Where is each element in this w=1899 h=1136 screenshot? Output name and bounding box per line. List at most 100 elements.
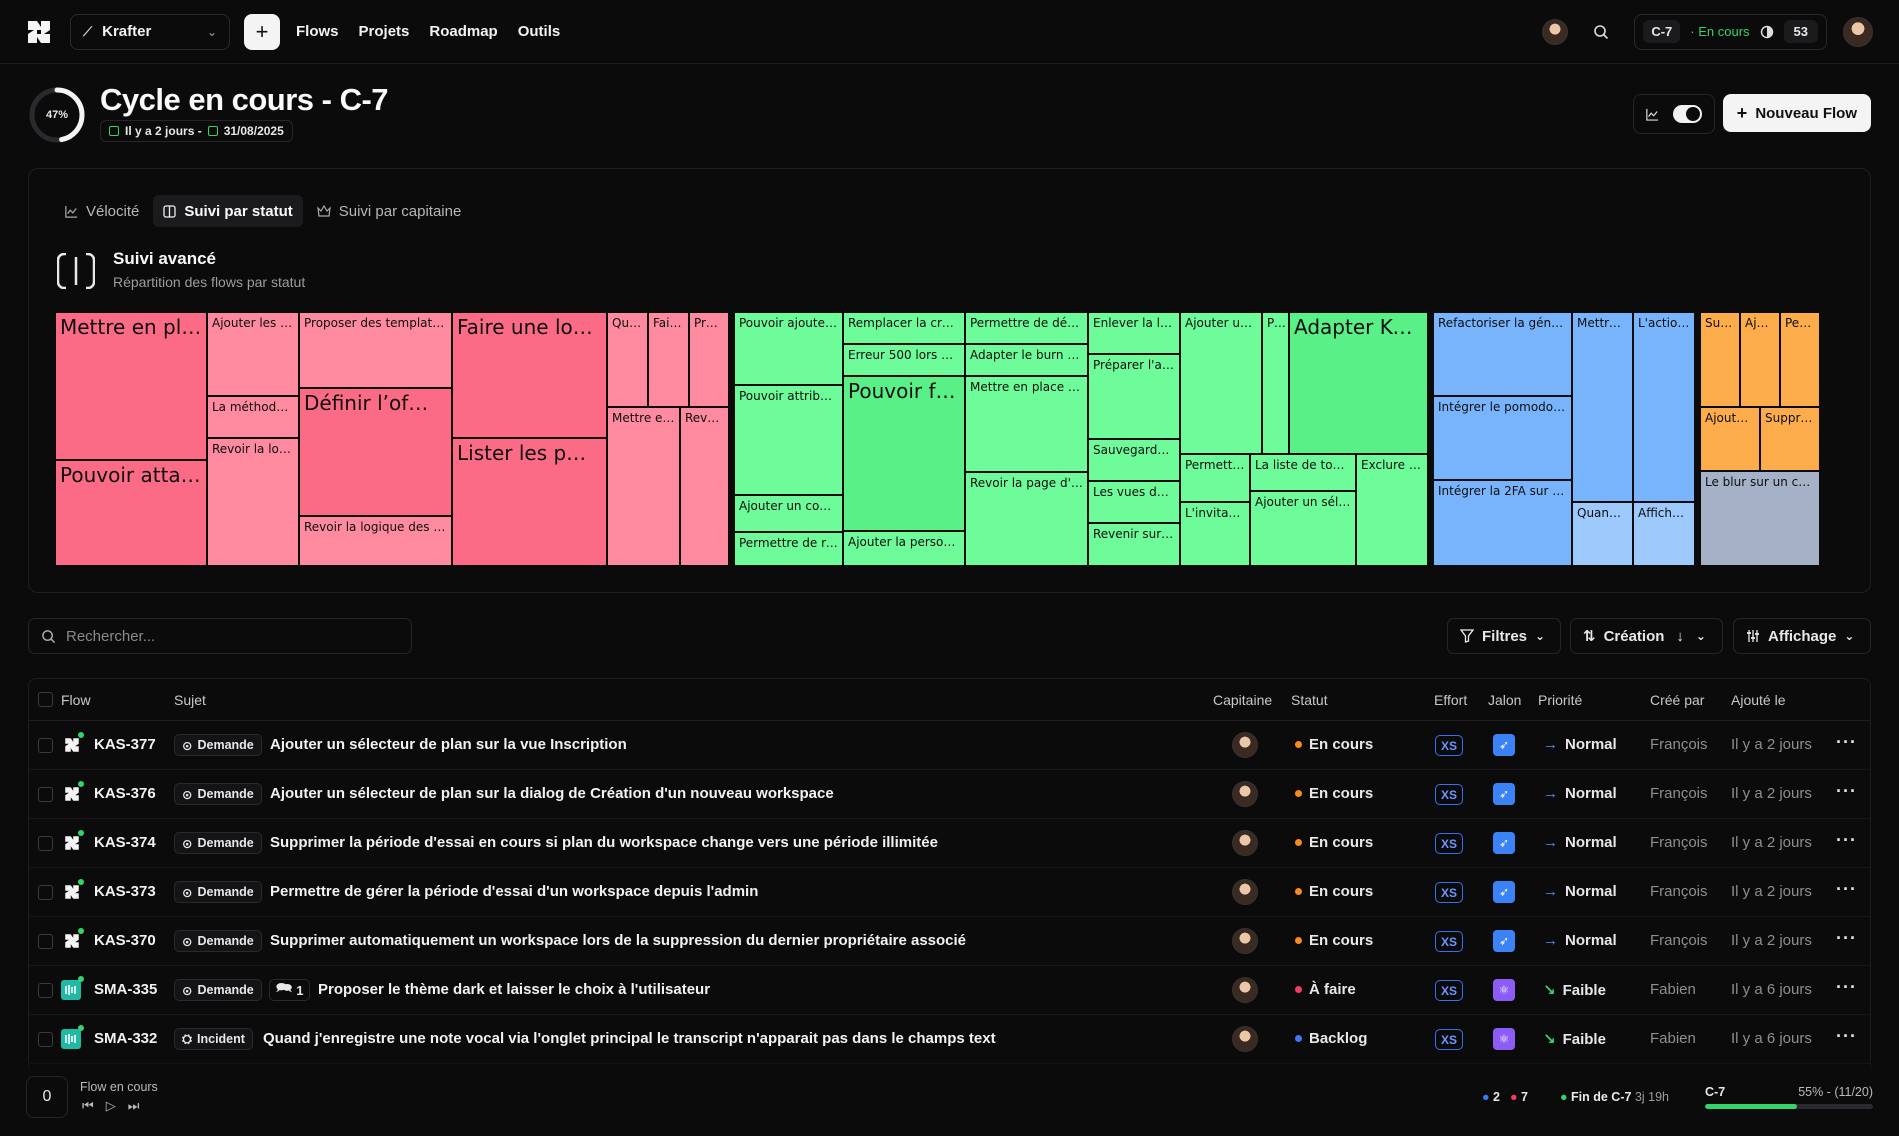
filters-button[interactable]: Filtres ⌄ [1447,618,1561,654]
treemap-tile[interactable]: Faire… [648,312,689,407]
treemap-tile[interactable]: Per… [1262,312,1289,454]
flow-id[interactable]: KAS-374 [94,834,156,851]
tab-suivi-par-capitaine[interactable]: Suivi par capitaine [307,195,472,227]
treemap-tile[interactable]: Ajout… [1740,312,1780,407]
nav-roadmap[interactable]: Roadmap [429,23,498,40]
treemap-tile[interactable]: Refactoriser la géné… [1433,312,1572,396]
captain-avatar[interactable] [1232,781,1258,807]
atom-icon[interactable]: ⚛ [1493,1028,1515,1050]
row-checkbox[interactable] [38,836,53,851]
skip-back-icon[interactable]: ⏮ [82,1098,94,1113]
effort-badge[interactable]: XS [1435,882,1463,903]
effort-badge[interactable]: XS [1435,833,1463,854]
treemap-tile[interactable]: Mettre en … [607,407,680,566]
rocket-icon[interactable]: ➶ [1493,930,1515,952]
treemap-tile[interactable]: Ajouter la person… [843,531,965,566]
treemap-tile[interactable]: La liste de tou… [1250,454,1356,491]
flow-subject[interactable]: Proposer le thème dark et laisser le cho… [318,981,711,998]
select-all-checkbox[interactable] [38,692,53,707]
flow-id[interactable]: KAS-370 [94,932,156,949]
user-avatar[interactable] [1843,16,1873,47]
display-button[interactable]: Affichage ⌄ [1733,618,1871,654]
rocket-icon[interactable]: ➶ [1493,832,1515,854]
more-icon[interactable]: ··· [1836,830,1857,850]
rocket-icon[interactable]: ➶ [1493,783,1515,805]
treemap-tile[interactable]: Pouvoir attache… [55,460,207,566]
status-cell[interactable]: À faire [1295,981,1356,998]
tab-suivi-par-statut[interactable]: Suivi par statut [153,195,303,227]
nav-flows[interactable]: Flows [296,23,339,40]
row-checkbox[interactable] [38,885,53,900]
create-button[interactable]: + [244,13,280,50]
workspace-selector[interactable]: ⟋ Krafter ⌄ [70,13,230,50]
search-button[interactable] [1584,15,1618,49]
active-flow-counter[interactable]: 0 [26,1076,68,1118]
treemap-tile[interactable]: Revoir la page d'a… [965,472,1088,566]
column-sujet[interactable]: Sujet [174,692,206,708]
effort-badge[interactable]: XS [1435,980,1463,1001]
treemap-tile[interactable]: Lister les p… [452,438,607,566]
treemap-tile[interactable]: Remplacer la crea… [843,312,965,344]
column-flow[interactable]: Flow [61,692,91,708]
flow-subject[interactable]: Supprimer automatiquement un workspace l… [270,932,967,949]
app-logo[interactable] [26,19,52,45]
priority-cell[interactable]: ↘Faible [1543,981,1606,1000]
avatar[interactable] [1542,18,1569,45]
treemap-tile[interactable]: Propo [689,312,729,407]
treemap-tile[interactable]: Supprime [1760,407,1820,471]
treemap-tile[interactable]: Sauvegarder l… [1088,439,1180,481]
status-cell[interactable]: En cours [1295,883,1373,900]
captain-avatar[interactable] [1232,879,1258,905]
treemap-tile[interactable]: Mettre e… [1572,312,1633,502]
nav-outils[interactable]: Outils [517,23,561,40]
row-checkbox[interactable] [38,934,53,949]
treemap-tile[interactable]: Quand j'… [1572,502,1633,566]
treemap-tile[interactable]: Définir l’of… [299,388,452,516]
more-icon[interactable]: ··· [1836,977,1857,997]
more-icon[interactable]: ··· [1836,781,1857,801]
sort-button[interactable]: ⇅ Création ↓ ⌄ [1570,618,1723,654]
column-capitaine[interactable]: Capitaine [1213,692,1273,708]
treemap-tile[interactable]: Permettre de re… [734,532,843,566]
treemap-tile[interactable]: L'action… [1633,312,1695,502]
treemap-tile[interactable]: Afficher… [1633,502,1695,566]
more-icon[interactable]: ··· [1836,879,1857,899]
priority-cell[interactable]: →Normal [1543,834,1617,851]
status-cell[interactable]: En cours [1295,785,1373,802]
treemap-tile[interactable]: Adapter le burn do… [965,344,1088,376]
priority-cell[interactable]: ↘Faible [1543,1030,1606,1049]
treemap-tile[interactable]: Permettre de défin… [965,312,1088,344]
effort-badge[interactable]: XS [1435,931,1463,952]
flow-id[interactable]: SMA-335 [94,981,158,998]
treemap-tile[interactable]: Revoir la logique des … [299,516,452,566]
treemap-tile[interactable]: Mettre en place le… [965,376,1088,472]
treemap-tile[interactable]: Le blur sur un co… [1700,471,1820,566]
row-checkbox[interactable] [38,983,53,998]
treemap-tile[interactable]: Ajouter un cont… [734,495,843,532]
flow-id[interactable]: KAS-373 [94,883,156,900]
tab-velocite[interactable]: Vélocité [55,195,149,227]
row-checkbox[interactable] [38,787,53,802]
column-statut[interactable]: Statut [1291,692,1328,708]
table-row[interactable]: KAS-373 ⊙Demande Permettre de gérer la p… [29,868,1870,917]
treemap-tile[interactable]: Pouvoir fa… [843,376,965,531]
captain-avatar[interactable] [1232,928,1258,954]
row-checkbox[interactable] [38,738,53,753]
treemap-tile[interactable]: L'invitati… [1180,502,1250,566]
rocket-icon[interactable]: ➶ [1493,881,1515,903]
treemap-tile[interactable]: Erreur 500 lors d… [843,344,965,376]
flow-subject[interactable]: Supprimer la période d'essai en cours si… [270,834,938,851]
treemap-tile[interactable]: Enlever la lo… [1088,312,1180,354]
treemap-tile[interactable]: Quand [607,312,648,407]
more-icon[interactable]: ··· [1836,928,1857,948]
column-ajoute-le[interactable]: Ajouté le [1731,692,1786,708]
play-icon[interactable]: ▷ [105,1098,116,1113]
treemap-tile[interactable]: Revenir sur l… [1088,523,1180,566]
search-input[interactable]: Rechercher... [28,618,412,654]
status-cell[interactable]: Backlog [1295,1030,1367,1047]
column-effort[interactable]: Effort [1434,692,1468,708]
captain-avatar[interactable] [1232,732,1258,758]
treemap-tile[interactable]: Mettre en place… [55,312,207,460]
atom-icon[interactable]: ⚛ [1493,979,1515,1001]
treemap-tile[interactable]: Suppr [1700,312,1740,407]
